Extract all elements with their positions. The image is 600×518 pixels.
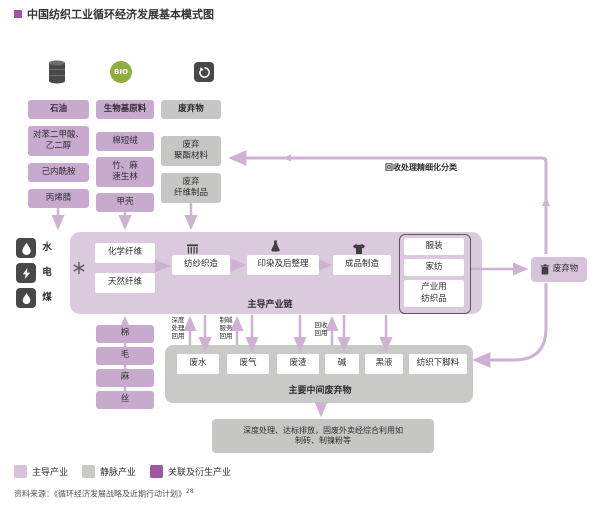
mid-waste-caption: 主要中间废弃物 (288, 386, 352, 396)
box-chitin: 甲壳 (96, 193, 154, 212)
box-wool: 毛 (96, 347, 154, 365)
box-natural-fiber: 天然纤维 (95, 273, 155, 293)
title-marker (14, 10, 22, 18)
page-title-row: 中国纺织工业循环经济发展基本模式图 (14, 6, 214, 22)
source-text: 资料来源：《循环经济发展战略及近期行动计划》 (14, 489, 186, 499)
bio-icon: BIO (110, 61, 132, 83)
legend-item-venous: 静脉产业 (82, 465, 136, 478)
main-chain-caption: 主导产业链 (247, 300, 293, 310)
box-silk: 丝 (96, 391, 154, 409)
legend-label-derivative: 关联及衍生产业 (168, 468, 232, 478)
box-bamboo-hemp-forest: 竹、麻 速生林 (96, 157, 154, 187)
box-spinning-weaving: 纺纱织造 (172, 255, 230, 275)
legend-swatch-venous (82, 465, 96, 478)
box-pta-eg: 对苯二甲酸、 乙二醇 (28, 126, 89, 156)
box-cotton-linter: 棉短绒 (96, 132, 154, 151)
legend-item-primary: 主导产业 (14, 465, 68, 478)
box-waste-header: 废弃物 (161, 100, 221, 119)
waste-output-label: 废弃物 (552, 263, 579, 274)
trash-icon (540, 263, 550, 276)
box-bio-header: 生物基原料 (96, 100, 154, 119)
source-ref: 28 (186, 488, 194, 495)
box-black-liquor: 黑液 (365, 354, 403, 374)
box-cotton: 棉 (96, 325, 154, 343)
legend-swatch-derivative (150, 465, 164, 478)
box-wastewater: 废水 (177, 354, 219, 374)
legend-swatch-primary (14, 465, 27, 478)
source-note: 资料来源：《循环经济发展战略及近期行动计划》28 (14, 488, 194, 500)
box-chemical-fiber: 化学纤维 (95, 243, 155, 263)
fiber-icon (72, 260, 86, 279)
note-alkali-service-reuse: 制碱 服务 回用 (219, 316, 233, 340)
legend-label-primary: 主导产业 (32, 468, 69, 478)
box-industrial-textile: 产业用 纺织品 (404, 280, 464, 307)
box-hemp: 麻 (96, 369, 154, 387)
note-deep-treatment-reuse: 深度 处理 回用 (171, 316, 185, 340)
recycle-classification-label: 回收处理精细化分类 (385, 163, 457, 172)
box-textile-scraps: 纺织下脚料 (409, 354, 467, 374)
energy-coal-label: 煤 (42, 291, 52, 303)
water-icon (16, 238, 36, 258)
page-title: 中国纺织工业循环经济发展基本模式图 (27, 8, 214, 21)
oil-drum-icon (47, 60, 67, 89)
legend-item-derivative: 关联及衍生产业 (150, 465, 231, 478)
coal-icon (16, 288, 36, 308)
treatment-note-box: 深度处理、达标排放，固废外卖经综合利用如 制砖、制镍粉等 (212, 419, 434, 453)
box-home-textile: 家纺 (404, 259, 464, 276)
recycle-icon (194, 62, 214, 82)
energy-electricity-label: 电 (42, 266, 52, 278)
box-petroleum-header: 石油 (28, 100, 89, 119)
energy-water-label: 水 (42, 241, 52, 253)
box-product-manufacturing: 成品制造 (333, 255, 391, 275)
box-dyeing-finishing: 印染及后整理 (247, 255, 319, 275)
box-waste-residue: 废渣 (277, 354, 319, 374)
box-alkali: 碱 (325, 354, 359, 374)
legend: 主导产业 静脉产业 关联及衍生产业 (14, 465, 231, 478)
box-waste-fiber-products: 废弃 纤维制品 (161, 173, 221, 203)
loom-icon (186, 240, 199, 259)
note-recycle-reuse: 回收 回用 (314, 321, 328, 337)
waste-output-box: 废弃物 (531, 257, 587, 282)
box-acrylonitrile: 丙烯腈 (28, 189, 89, 208)
box-waste-gas: 废气 (227, 354, 269, 374)
box-apparel: 服装 (404, 238, 464, 255)
legend-label-venous: 静脉产业 (100, 468, 137, 478)
box-caprolactam: 己内酰胺 (28, 163, 89, 182)
box-waste-polyester: 废弃 聚酯材料 (161, 136, 221, 166)
electricity-icon (16, 263, 36, 283)
